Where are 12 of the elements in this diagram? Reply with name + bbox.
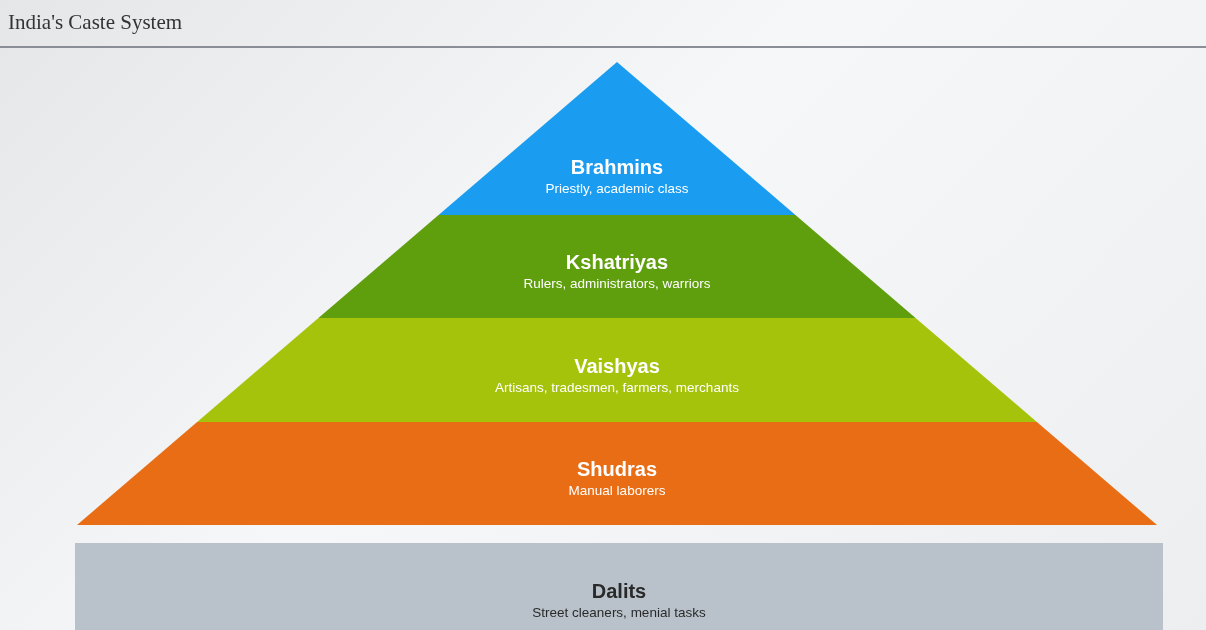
base-panel <box>75 543 1163 630</box>
tier-description: Priestly, academic class <box>545 180 689 198</box>
diagram-title: India's Caste System <box>8 10 183 35</box>
tier-heading: Brahmins <box>570 155 664 179</box>
tier-description: Artisans, tradesmen, farmers, merchants <box>495 379 739 397</box>
tier-heading: Kshatriyas <box>565 250 669 274</box>
tier-heading: Dalits <box>591 579 647 603</box>
tier-description: Street cleaners, menial tasks <box>532 604 706 622</box>
tier-heading: Shudras <box>577 457 657 481</box>
tier-description: Rulers, administrators, warriors <box>523 275 711 293</box>
tier-heading: Vaishyas <box>574 354 660 378</box>
tier-description: Manual laborers <box>568 482 666 500</box>
